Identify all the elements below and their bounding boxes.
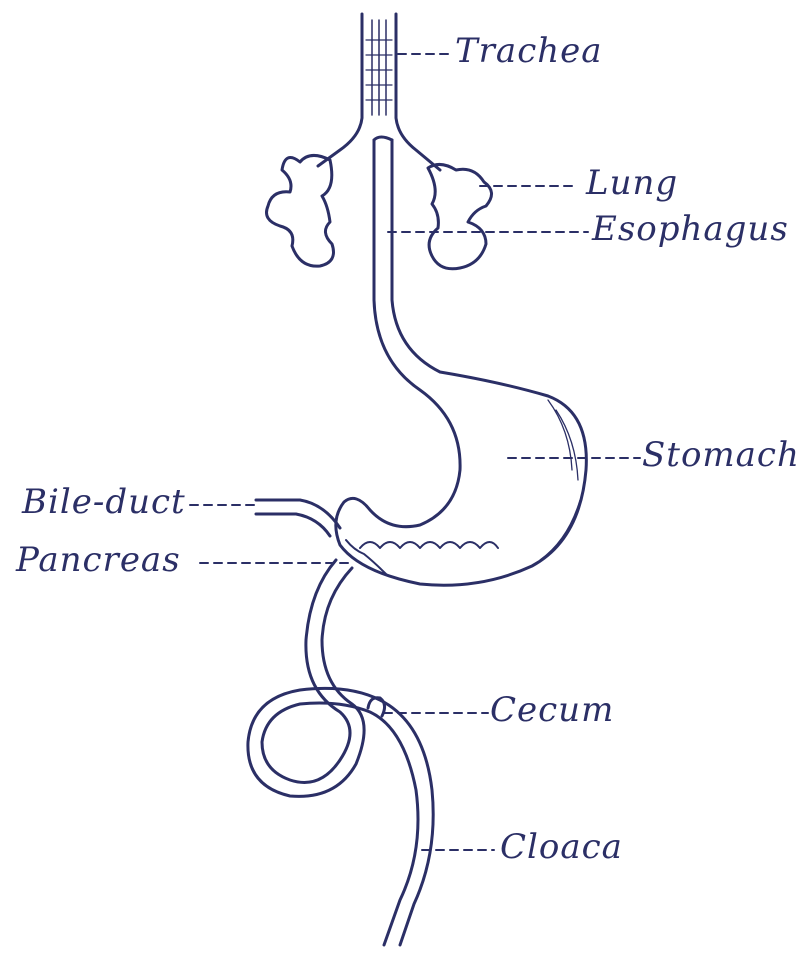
right-lung [428, 164, 492, 268]
trachea-structure [318, 14, 440, 170]
left-lung [267, 155, 334, 266]
stomach-label: Stomach [642, 438, 796, 472]
lung-label: Lung [586, 166, 678, 200]
trachea-label: Trachea [455, 34, 603, 68]
cecum-label: Cecum [490, 693, 614, 727]
esophagus-label: Esophagus [592, 212, 789, 246]
intestine [248, 560, 433, 945]
esophagus-stomach [336, 137, 587, 585]
pancreas-label: Pancreas [16, 543, 181, 577]
bile-duct-label: Bile-duct [22, 485, 186, 519]
bile-duct-structure [256, 500, 340, 536]
cloaca-label: Cloaca [500, 830, 623, 864]
